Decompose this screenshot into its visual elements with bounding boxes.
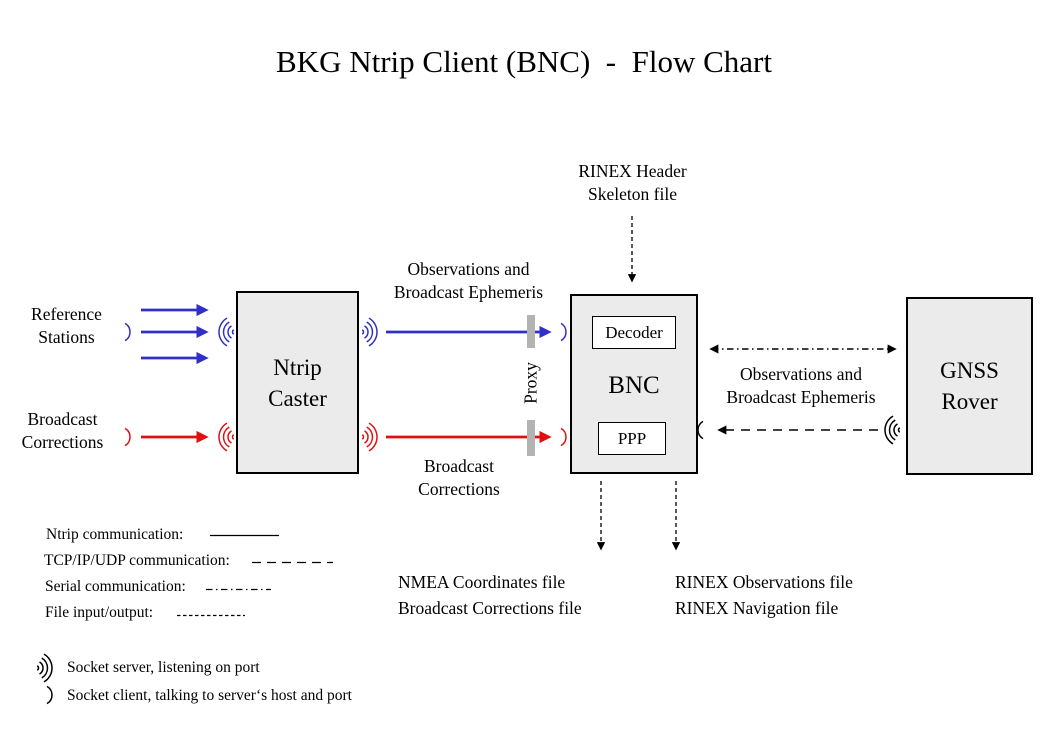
page-title: BKG Ntrip Client (BNC) - Flow Chart [276, 44, 772, 79]
label-rinex-header-skeleton: RINEX Header Skeleton file [578, 161, 687, 204]
label-broadcast-corrections-mid: Broadcast Corrections [418, 456, 500, 499]
node-gnss-rover: GNSS Rover [906, 297, 1033, 475]
socket-server-icon [36, 653, 53, 683]
node-bnc: Decoder BNC PPP [570, 294, 698, 474]
socket-client-icon [46, 685, 53, 705]
proxy-bar-bottom [527, 420, 535, 456]
legend-socket-server: Socket server, listening on port [67, 659, 260, 676]
label-broadcast-corrections-input: Broadcast Corrections [21, 409, 104, 452]
node-ppp: PPP [598, 422, 666, 455]
label-observations-ephemeris-right: Observations and Broadcast Ephemeris [726, 364, 876, 407]
legend-file: File input/output: [45, 604, 154, 621]
label-nmea-output-files: NMEA Coordinates file Broadcast Correcti… [398, 572, 582, 618]
legend-tcp: TCP/IP/UDP communication: [44, 552, 230, 569]
socket-server-icon [361, 422, 378, 452]
socket-server-icon [218, 317, 235, 347]
socket-server-icon [884, 415, 901, 445]
label-reference-stations: Reference Stations [31, 304, 102, 347]
socket-client-icon [560, 427, 567, 447]
legend-serial: Serial communication: [45, 578, 186, 595]
socket-client-icon [560, 322, 567, 342]
label-rinex-output-files: RINEX Observations file RINEX Navigation… [675, 572, 853, 618]
socket-server-icon [361, 317, 378, 347]
socket-client-icon [697, 420, 704, 440]
legend-socket-client: Socket client, talking to server‘s host … [67, 687, 352, 704]
socket-client-icon [124, 322, 131, 342]
node-decoder: Decoder [592, 316, 676, 349]
socket-client-icon [124, 427, 131, 447]
label-proxy: Proxy [520, 362, 541, 404]
socket-server-icon [218, 422, 235, 452]
legend-ntrip: Ntrip communication: [46, 526, 184, 543]
node-ntrip-caster: Ntrip Caster [236, 291, 359, 474]
proxy-bar-top [527, 315, 535, 348]
label-observations-ephemeris-left: Observations and Broadcast Ephemeris [393, 259, 544, 302]
bnc-label: BNC [608, 372, 660, 399]
